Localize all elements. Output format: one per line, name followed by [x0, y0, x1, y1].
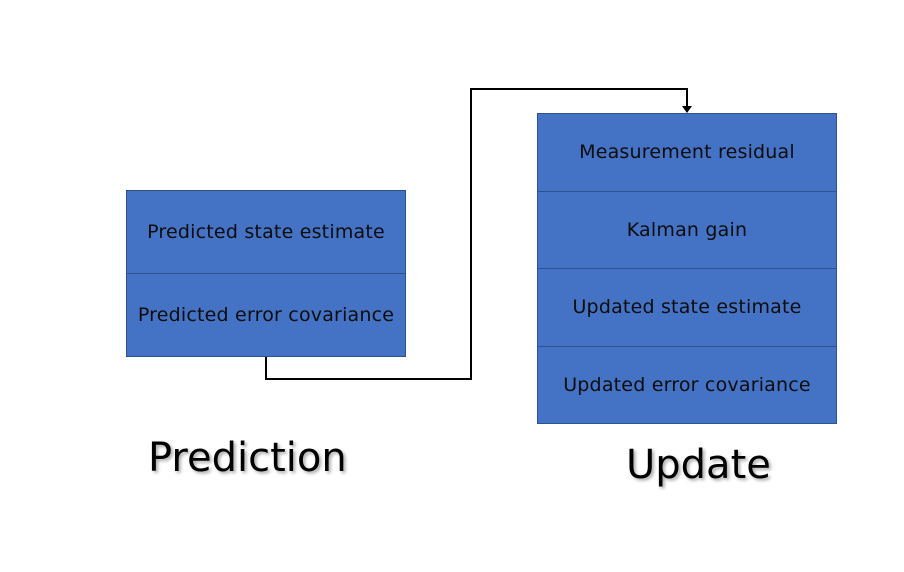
- measurement-residual-label: Measurement residual: [579, 141, 795, 164]
- connector-line: [265, 88, 688, 380]
- kalman-gain-cell: Kalman gain: [538, 190, 836, 269]
- updated-state-estimate-label: Updated state estimate: [572, 296, 802, 319]
- connector-arrowhead: [682, 106, 692, 113]
- measurement-residual-cell: Measurement residual: [538, 114, 836, 191]
- update-caption: Update: [626, 442, 771, 488]
- updated-error-covariance-cell: Updated error covariance: [538, 345, 836, 424]
- updated-error-covariance-label: Updated error covariance: [563, 373, 811, 396]
- kalman-gain-label: Kalman gain: [626, 218, 748, 241]
- update-block: Measurement residual Kalman gain Updated…: [537, 113, 837, 424]
- prediction-block: Predicted state estimate Predicted error…: [126, 190, 406, 357]
- updated-state-estimate-cell: Updated state estimate: [538, 268, 836, 346]
- predicted-error-covariance-cell: Predicted error covariance: [127, 273, 405, 356]
- prediction-caption: Prediction: [148, 435, 347, 481]
- predicted-state-estimate-cell: Predicted state estimate: [127, 191, 405, 273]
- predicted-error-covariance-label: Predicted error covariance: [137, 304, 395, 326]
- predicted-state-estimate-label: Predicted state estimate: [147, 221, 385, 243]
